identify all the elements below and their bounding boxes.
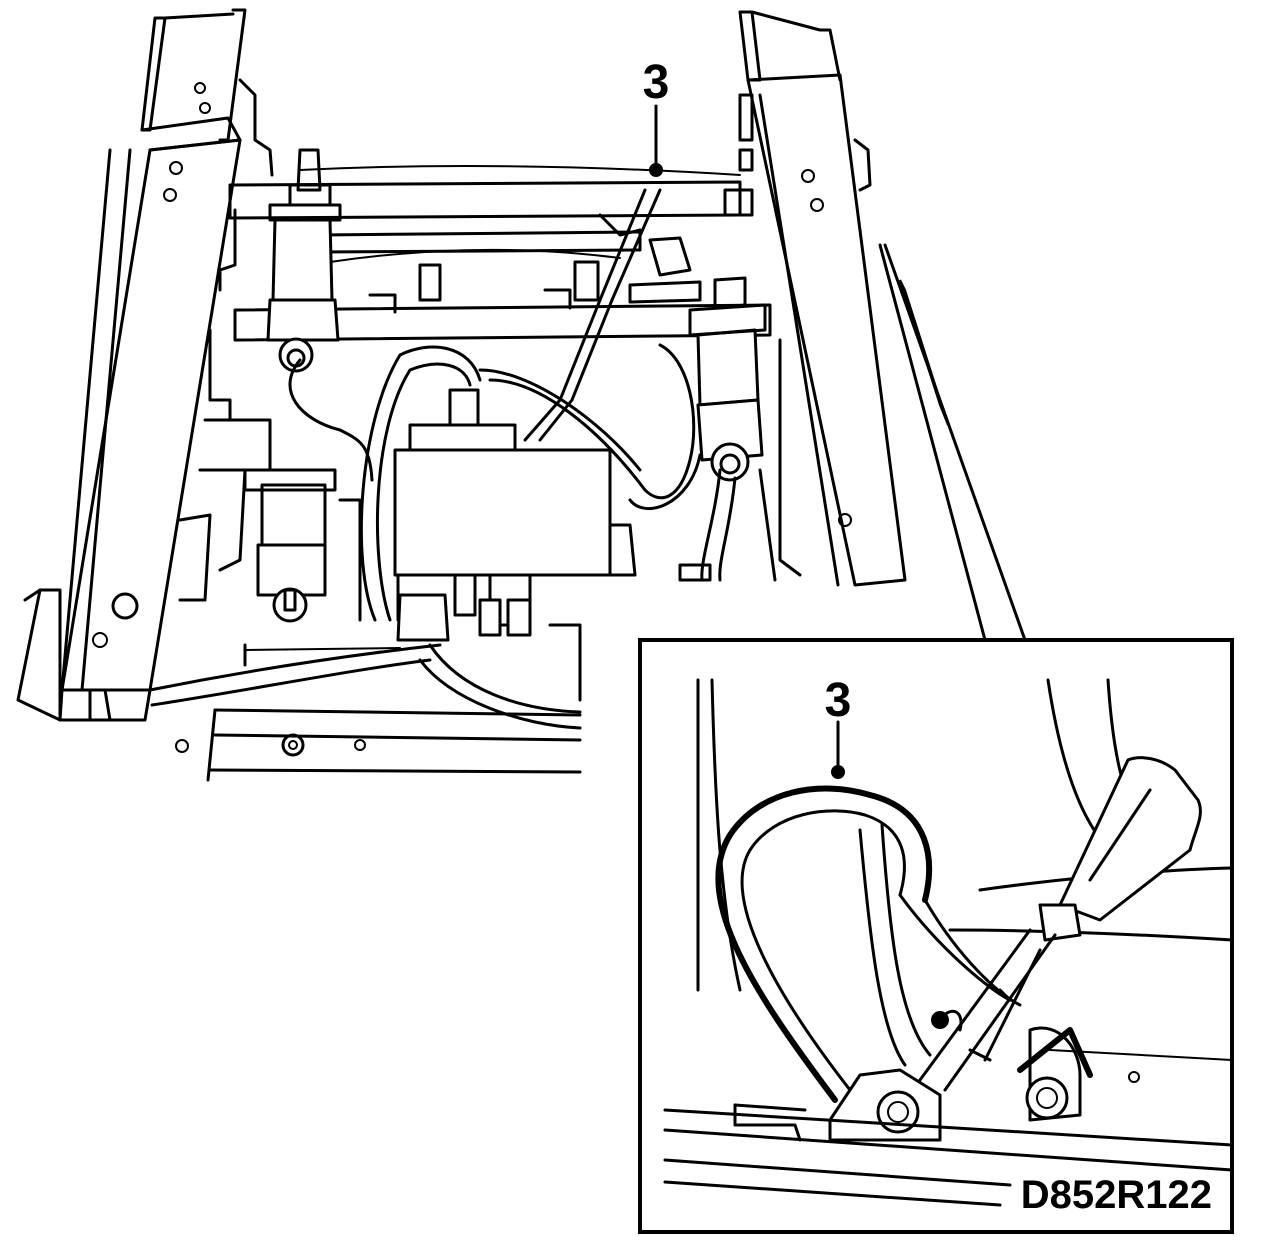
item-3-seat-belt	[715, 785, 1022, 1103]
control-unit	[393, 388, 637, 627]
main-view-illustration	[16, 8, 907, 782]
callout-3-main-leader	[649, 104, 663, 177]
rear-cross-member	[233, 288, 772, 342]
inset-detail	[638, 638, 1234, 1234]
item-3-cable-main	[523, 188, 662, 442]
seat-cushion-contour	[696, 678, 1234, 992]
wiring-harness	[288, 343, 737, 730]
right-seat-motor	[688, 276, 767, 482]
left-seat-motor-upper	[266, 148, 342, 373]
frame-details	[178, 78, 802, 622]
harness-connector	[396, 593, 532, 642]
seat-belt-buckle	[918, 756, 1202, 1092]
left-seat-motor-lower	[243, 468, 337, 623]
right-seat-rail	[723, 10, 907, 587]
callout-3-main: 3	[643, 56, 670, 109]
inset-seat-rail	[663, 1049, 1234, 1207]
figure-code: D852R122	[1021, 1173, 1212, 1217]
floor-frame	[148, 623, 582, 782]
inset-pointer	[878, 243, 1027, 642]
callout-3-inset: 3	[825, 674, 852, 727]
callout-3-inset-leader	[831, 720, 845, 779]
